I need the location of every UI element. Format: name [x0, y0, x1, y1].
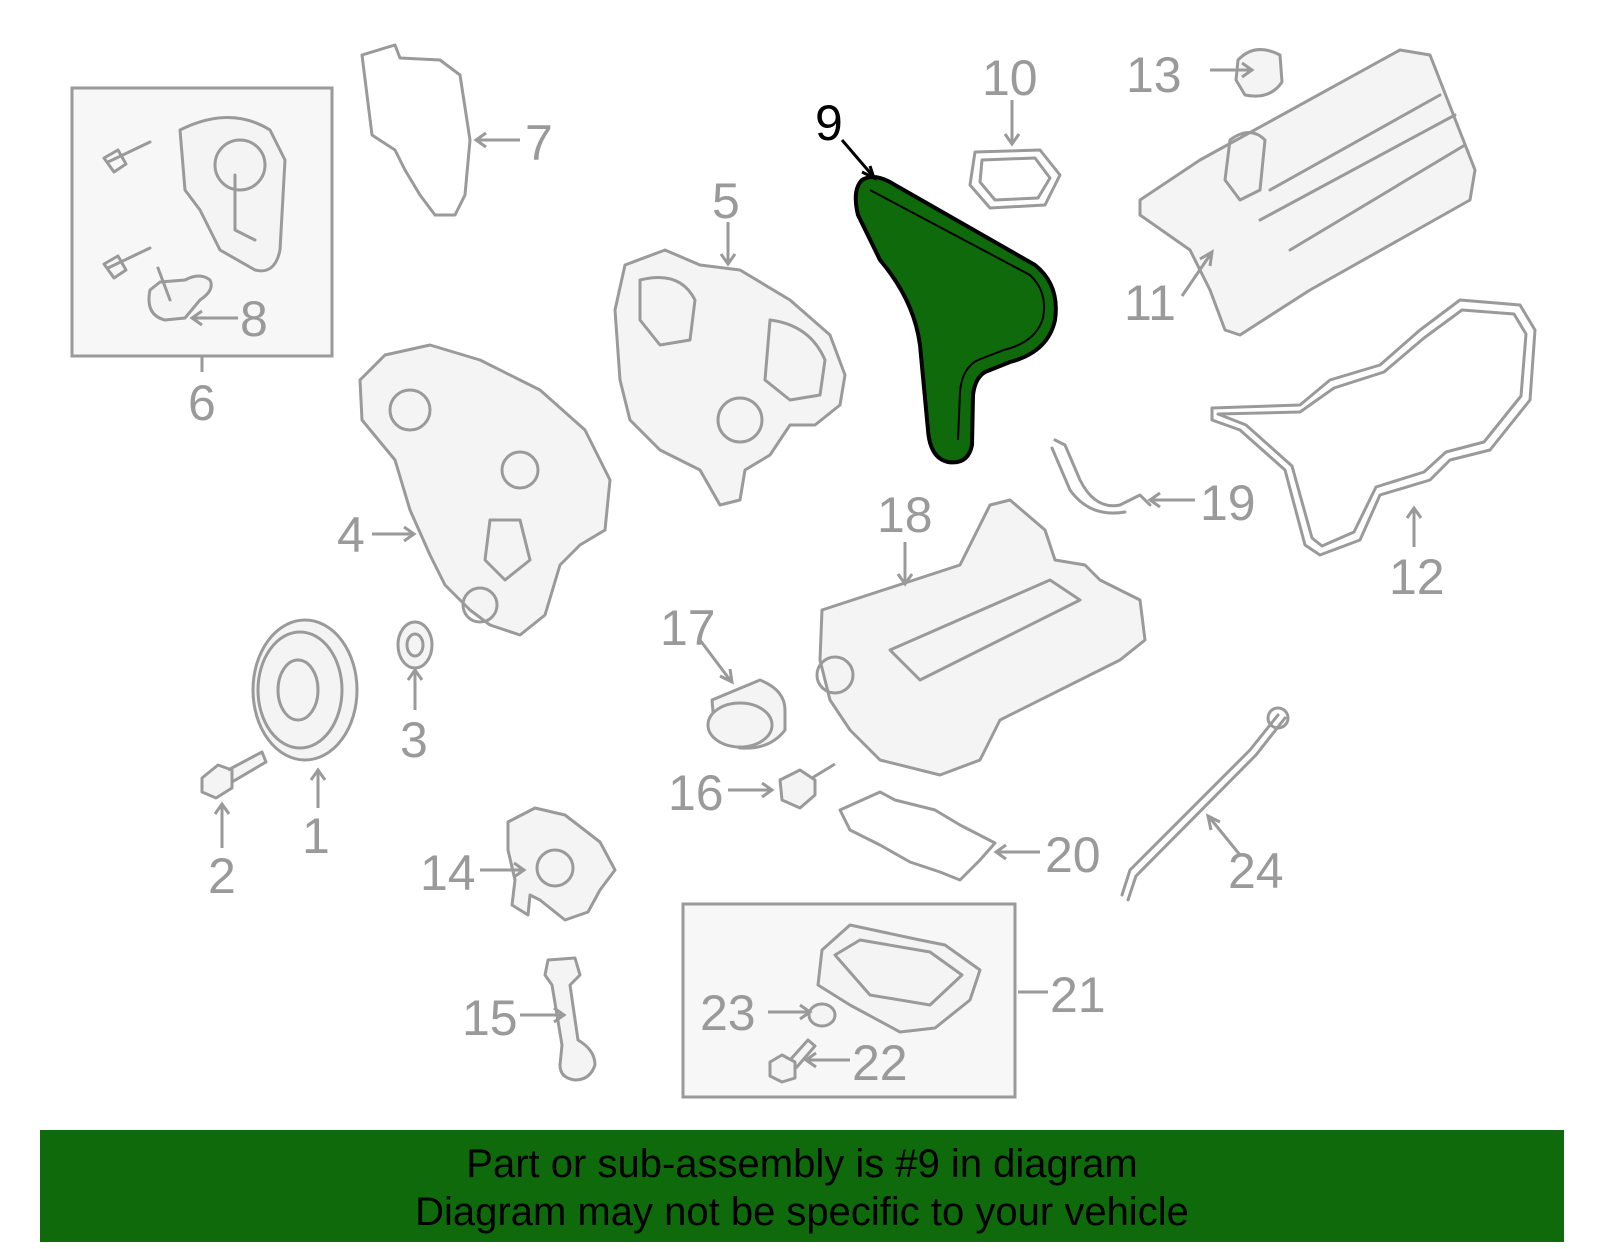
leader-10 — [1003, 100, 1021, 147]
seal-part-10[interactable] — [968, 148, 1062, 210]
crank-pulley-part-1[interactable] — [251, 618, 359, 762]
callout-10: 10 — [982, 50, 1038, 106]
leader-4 — [372, 525, 417, 543]
callout-14: 14 — [420, 845, 476, 901]
leader-11 — [1180, 249, 1214, 297]
callout-17: 17 — [660, 600, 716, 656]
front-cover-part-4[interactable] — [358, 343, 612, 637]
leader-13 — [1210, 61, 1255, 79]
leader-3 — [406, 667, 424, 710]
oil-pump-part-14[interactable] — [506, 806, 617, 922]
leader-7 — [473, 131, 520, 149]
callout-19: 19 — [1200, 475, 1256, 531]
lower-oil-pan-part-21[interactable] — [816, 923, 982, 1034]
leader-5 — [719, 222, 737, 267]
leader-9 — [840, 139, 877, 181]
leader-22 — [803, 1051, 850, 1069]
oil-cap-part-13[interactable] — [1234, 48, 1284, 98]
valve-cover-gasket-part-12[interactable] — [1210, 298, 1537, 557]
sensor-part-16[interactable] — [778, 762, 836, 810]
callout-3: 3 — [400, 712, 428, 768]
leader-18 — [896, 542, 914, 587]
leader-16 — [728, 781, 775, 799]
dipstick-part-24[interactable] — [1120, 713, 1287, 902]
gasket-strip-part-19[interactable] — [1050, 438, 1152, 515]
gasket-part-7[interactable] — [360, 43, 472, 217]
callout-11: 11 — [1124, 275, 1176, 331]
leader-17 — [698, 639, 734, 685]
leader-14 — [480, 861, 527, 879]
washer-part-23[interactable] — [807, 1002, 837, 1028]
banner-line-1: Part or sub-assembly is #9 in diagram — [466, 1142, 1138, 1186]
bolt-part-2[interactable] — [200, 750, 268, 800]
callout-1: 1 — [302, 808, 330, 864]
leader-23 — [768, 1003, 813, 1021]
leader-2 — [213, 801, 231, 848]
drain-plug-part-22[interactable] — [768, 1038, 817, 1084]
callout-18: 18 — [877, 487, 933, 543]
callout-7: 7 — [525, 115, 553, 171]
leader-8 — [189, 309, 238, 327]
callout-13: 13 — [1126, 47, 1182, 103]
strainer-part-15[interactable] — [543, 956, 597, 1082]
timing-cover-part-5[interactable] — [613, 248, 847, 507]
callout-9: 9 — [815, 95, 843, 151]
thermostat-part-8[interactable] — [147, 266, 213, 322]
callout-21: 21 — [1050, 967, 1106, 1023]
callout-24: 24 — [1228, 843, 1284, 899]
water-pump-part[interactable] — [102, 116, 287, 280]
timing-chain-part-9[interactable] — [853, 174, 1058, 465]
callout-15: 15 — [462, 990, 518, 1046]
leader-24 — [1205, 813, 1242, 856]
front-seal-part-3[interactable] — [396, 620, 434, 670]
callout-16: 16 — [668, 765, 724, 821]
leader-19 — [1147, 491, 1195, 509]
callout-2: 2 — [208, 848, 236, 904]
oil-filter-part-17[interactable] — [706, 678, 787, 750]
callout-20: 20 — [1045, 827, 1101, 883]
valve-cover-part-11[interactable] — [1138, 48, 1477, 337]
leader-20 — [993, 843, 1040, 861]
leader-15 — [520, 1006, 567, 1024]
callout-23: 23 — [700, 985, 756, 1041]
callout-22: 22 — [852, 1035, 908, 1091]
leader-1 — [309, 767, 327, 808]
info-banner: Part or sub-assembly is #9 in diagram Di… — [40, 1130, 1564, 1242]
callout-8: 8 — [240, 291, 268, 347]
banner-line-2: Diagram may not be specific to your vehi… — [415, 1190, 1189, 1234]
leader-12 — [1405, 505, 1423, 547]
callout-5: 5 — [712, 173, 740, 229]
callout-6: 6 — [188, 375, 216, 431]
callout-4: 4 — [337, 507, 365, 563]
oil-pan-part-18[interactable] — [818, 498, 1147, 777]
baffle-part-20[interactable] — [838, 790, 997, 882]
callout-12: 12 — [1389, 549, 1445, 605]
